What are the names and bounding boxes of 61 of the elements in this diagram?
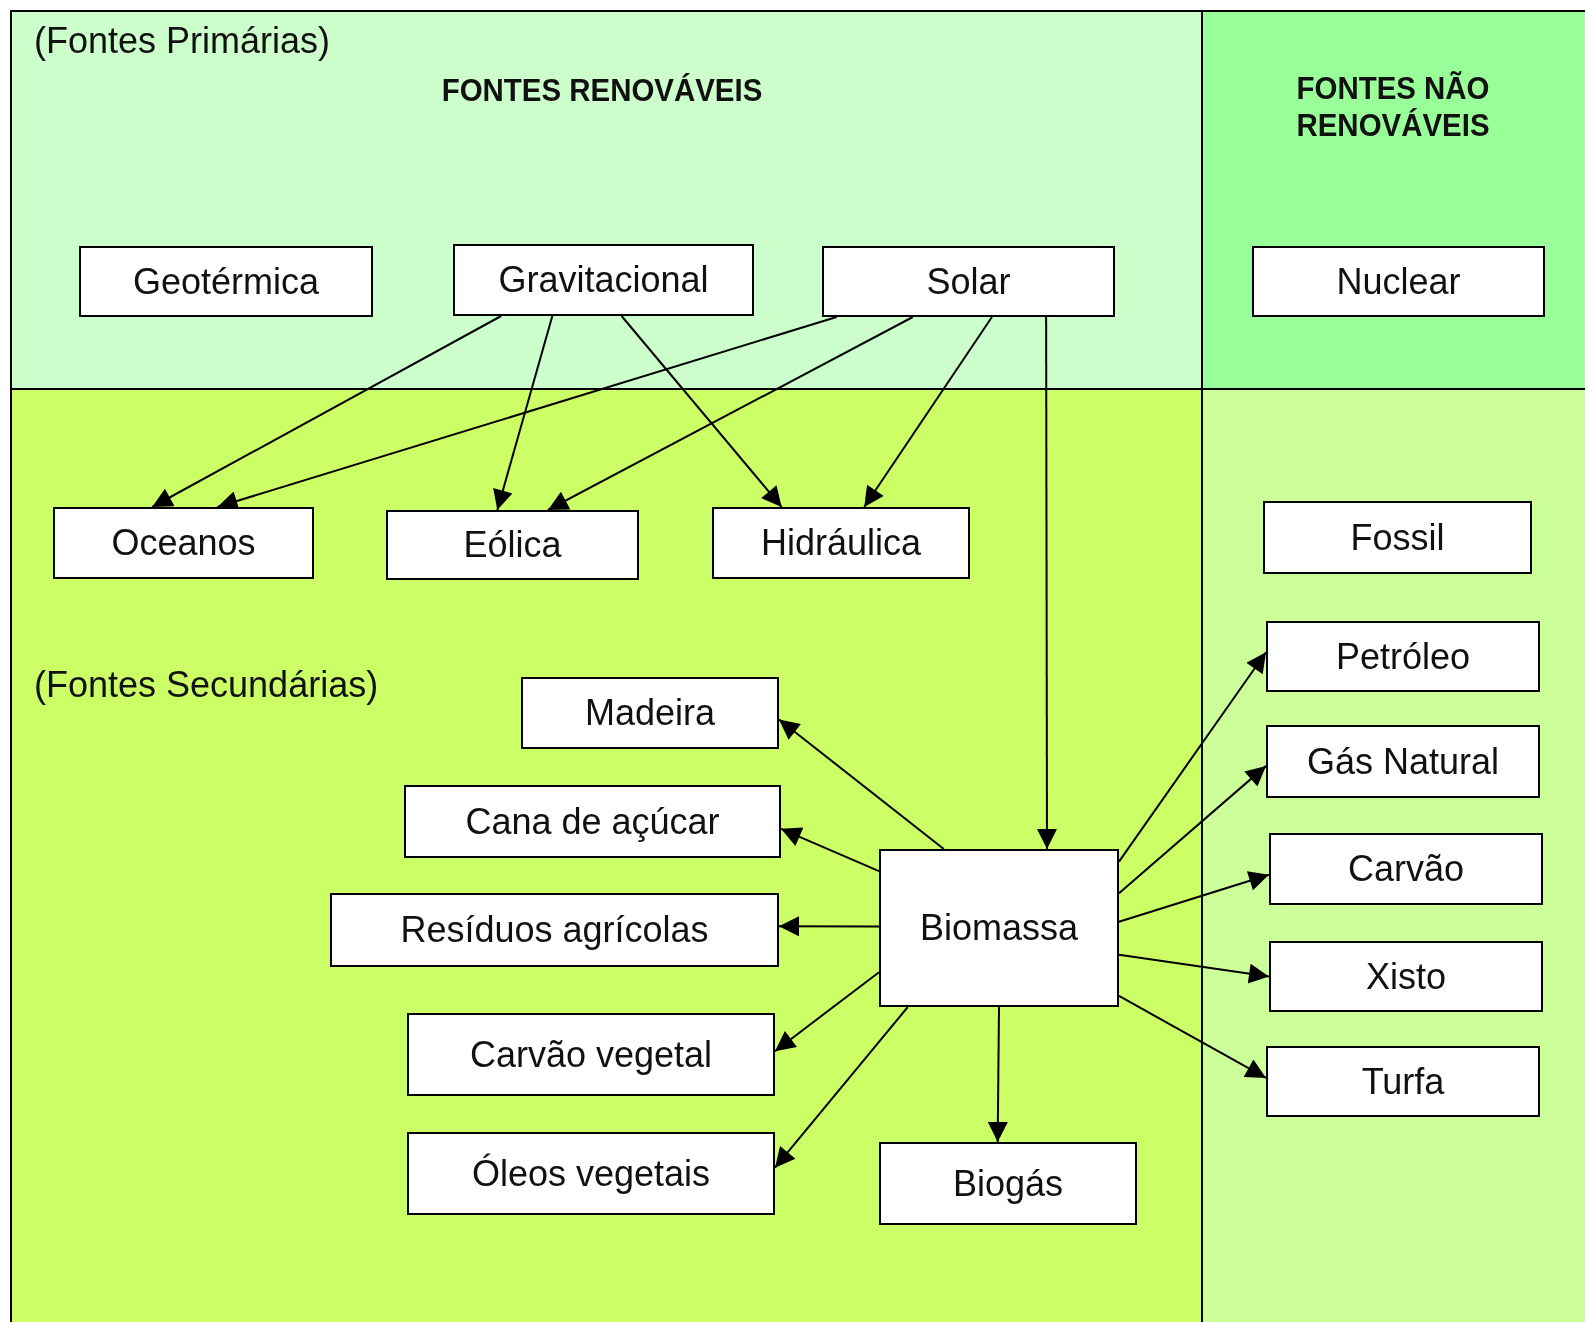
process-box [330,893,779,967]
box-label: Biogás [952,1162,1064,1205]
panel-note: (Fontes Primárias) [34,20,331,62]
process-box [1266,1046,1540,1117]
process-box [407,1132,775,1215]
arrow [1036,316,1057,850]
process-box [1263,501,1532,574]
process-box [1266,725,1540,798]
process-box [1266,621,1540,692]
arrow [774,1006,909,1169]
box-label: Óleos vegetais [471,1152,711,1195]
arrow [1118,994,1267,1079]
process-box [453,244,754,316]
box-label: Fossil [1350,516,1445,559]
arrow [987,1006,1008,1143]
box-label: Biomassa [919,907,1079,949]
arrow [493,315,554,511]
box-label: Nuclear [1336,260,1461,303]
box-label: Oceanos [111,522,256,564]
process-box [1269,833,1543,905]
arrow [620,315,783,508]
arrow [1118,764,1267,895]
box-label: Gravitacional [498,259,709,301]
process-box [1269,941,1543,1012]
arrow [778,916,880,937]
process-box [879,1142,1137,1225]
box-label: Carvão [1347,848,1465,890]
process-box [79,246,373,317]
process-box [879,849,1119,1007]
box-label: Hidráulica [760,522,922,564]
process-box [53,507,314,579]
arrow [1118,871,1270,923]
panel-note: (Fontes Secundárias) [34,664,379,706]
box-label: Madeira [584,692,716,734]
arrow [1118,953,1270,984]
process-box [822,246,1115,317]
box-label: Eólica [463,524,562,566]
box-label: Petróleo [1335,635,1471,678]
box-label: Cana de açúcar [465,800,720,843]
process-box [407,1013,775,1096]
box-label: Turfa [1361,1060,1445,1103]
arrow [1118,651,1267,863]
box-label: Solar [926,260,1011,303]
process-box [386,510,639,580]
box-label: Carvão vegetal [469,1033,713,1076]
process-box [712,507,970,579]
arrow [546,316,914,511]
box-label: Resíduos agrícolas [400,909,709,951]
box-label: Gás Natural [1306,740,1500,783]
box-label: Geotérmica [132,260,320,303]
arrow [863,316,993,508]
arrow [778,718,945,850]
process-box [521,677,779,749]
arrow [774,971,880,1053]
panel-heading: FONTES RENOVÁVEIS [440,72,764,109]
panel-heading: FONTES NÃO RENOVÁVEIS [1295,70,1491,144]
process-box [404,785,781,858]
process-box [1252,246,1545,317]
arrow [780,827,880,873]
box-label: Xisto [1365,955,1446,998]
arrow [151,315,503,508]
